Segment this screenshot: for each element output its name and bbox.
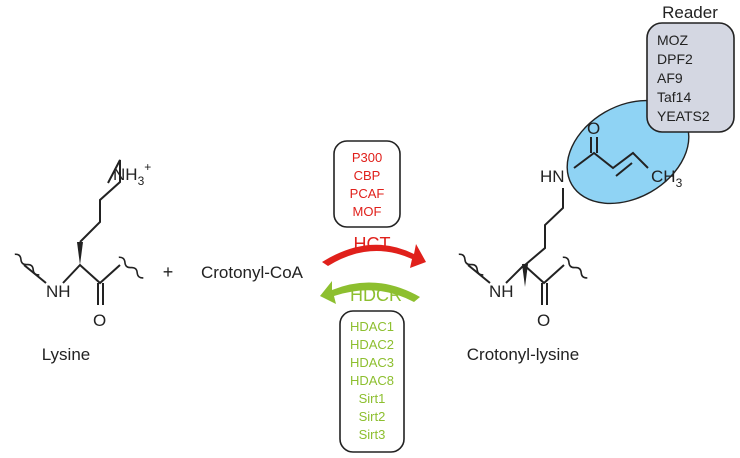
- eraser-item-6: Sirt3: [359, 427, 386, 442]
- acyl-carbonyl-o: O: [587, 119, 600, 138]
- crotonyl-lysine-side-chain: [524, 188, 564, 266]
- crotonyl-lysine-label: Crotonyl-lysine: [467, 345, 579, 364]
- plus-sign: +: [163, 262, 174, 282]
- crotonyl-double-bond: [615, 162, 633, 177]
- crotonyl-lysine-carbonyl-o: O: [537, 311, 550, 330]
- crotonyl-lysine-backbone: [467, 263, 565, 285]
- crotonyl-lysine-wavy-left: [458, 253, 484, 276]
- crotonyl-lysine-stereo-wedge: [522, 264, 528, 287]
- lysine-amine-label: NH3+: [113, 160, 151, 188]
- eraser-item-3: HDAC8: [350, 373, 394, 388]
- lysine-stereo-wedge: [77, 242, 83, 265]
- eraser-item-0: HDAC1: [350, 319, 394, 334]
- crotonyl-coa-label: Crotonyl-CoA: [201, 263, 304, 282]
- lysine-label: Lysine: [42, 345, 91, 364]
- crotonyl-lysine-backbone-nh: NH: [489, 282, 514, 301]
- reader-group: Reader MOZ DPF2 AF9 Taf14 YEATS2: [566, 3, 735, 205]
- erasers-box: HDAC1 HDAC2 HDAC3 HDAC8 Sirt1 Sirt2 Sirt…: [339, 310, 405, 453]
- reader-item-4: YEATS2: [657, 108, 710, 124]
- lysine-backbone-nh: NH: [46, 282, 71, 301]
- hct-arrow: HCT: [322, 234, 426, 268]
- writer-item-3: MOF: [353, 204, 382, 219]
- reader-item-1: DPF2: [657, 51, 693, 67]
- crotonyl-methyl: CH3: [651, 167, 683, 190]
- reader-item-2: AF9: [657, 70, 683, 86]
- reader-item-3: Taf14: [657, 89, 691, 105]
- lysine-wavy-end-left: [14, 253, 40, 276]
- writer-item-2: PCAF: [350, 186, 385, 201]
- lysine-side-chain: [79, 159, 121, 243]
- writer-item-1: CBP: [354, 168, 381, 183]
- writers-box-outline: [333, 140, 401, 228]
- lysine-structure: NH O NH3+ Lysine: [14, 159, 151, 364]
- crotonyl-lysine-wavy-right: [562, 256, 588, 279]
- hdcr-label: HDCR: [350, 285, 402, 305]
- eraser-item-2: HDAC3: [350, 355, 394, 370]
- writer-item-0: P300: [352, 150, 382, 165]
- lysine-carbonyl-o: O: [93, 311, 106, 330]
- lysine-backbone: [23, 263, 121, 285]
- reader-box: [646, 22, 735, 133]
- reader-item-0: MOZ: [657, 32, 689, 48]
- hct-arrow-body: [322, 244, 426, 268]
- writers-box: P300 CBP PCAF MOF: [333, 140, 401, 228]
- eraser-item-4: Sirt1: [359, 391, 386, 406]
- crotonyl-side-nh: HN: [540, 167, 565, 186]
- erasers-box-outline: [339, 310, 405, 453]
- eraser-item-1: HDAC2: [350, 337, 394, 352]
- lysine-wavy-end-right: [118, 256, 144, 279]
- crotonyl-lysine-structure: O CH3 HN NH O Crotonyl-lysine: [458, 119, 683, 364]
- hdcr-arrow-body: [320, 281, 420, 304]
- reader-title: Reader: [662, 3, 718, 22]
- eraser-item-5: Sirt2: [359, 409, 386, 424]
- crotonyl-chain: [573, 151, 649, 170]
- hdcr-arrow: HDCR: [320, 281, 420, 305]
- hct-label: HCT: [354, 234, 391, 254]
